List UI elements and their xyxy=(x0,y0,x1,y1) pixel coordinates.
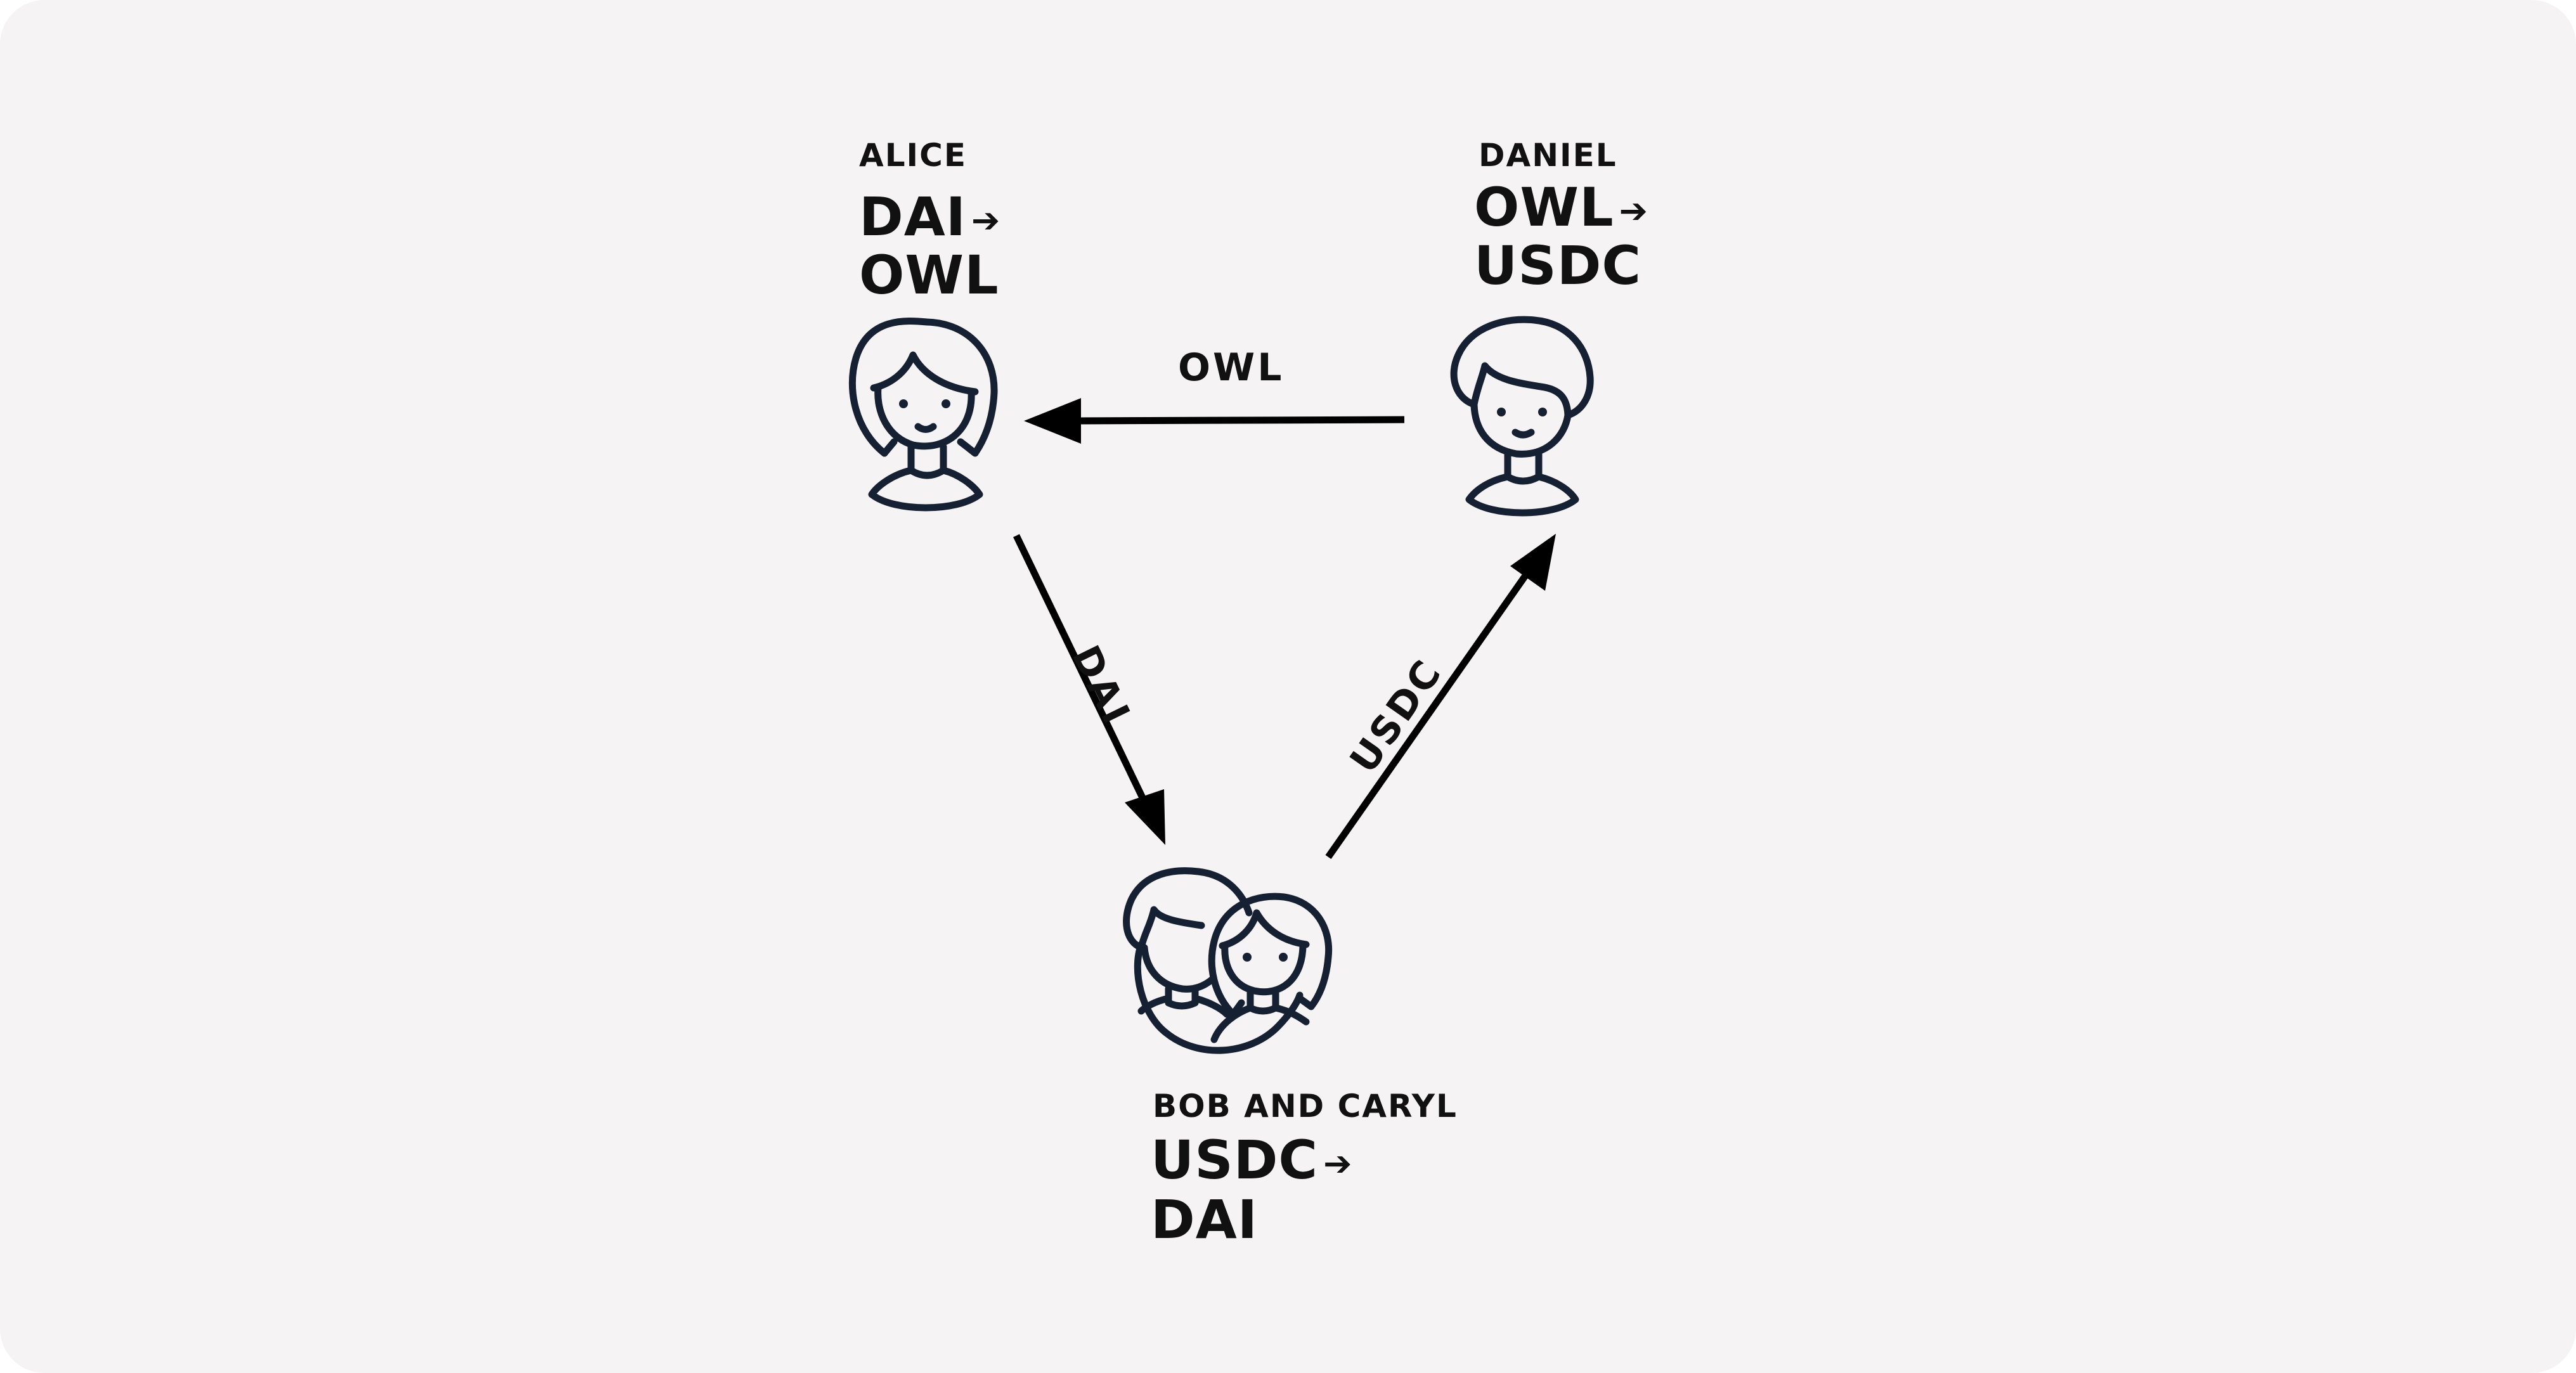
daniel-avatar-icon xyxy=(1450,316,1594,517)
alice-buy-token: OWL xyxy=(859,244,999,306)
arrow-right-icon: ➔ xyxy=(1323,1144,1353,1184)
bob-caryl-buy-token: DAI xyxy=(1151,1189,1258,1251)
bob-caryl-avatar-icon xyxy=(1123,867,1333,1054)
arrow-alice-to-bob-caryl xyxy=(1013,534,1165,845)
bob-caryl-sell-label: USDC xyxy=(1151,1129,1319,1191)
arrow-bob-caryl-to-daniel xyxy=(1325,534,1556,860)
alice-sell-label: DAI xyxy=(859,186,966,248)
daniel-sell-token: OWL➔ xyxy=(1474,181,1648,234)
bob-caryl-name: BOB AND CARYL xyxy=(1153,1088,1458,1125)
daniel-sell-label: OWL xyxy=(1474,176,1614,238)
daniel-buy-token: USDC xyxy=(1474,235,1642,297)
daniel-name: DANIEL xyxy=(1479,137,1617,174)
arrow-daniel-to-alice xyxy=(1024,398,1405,444)
edge-label-owl: OWL xyxy=(1178,345,1285,390)
alice-name: ALICE xyxy=(859,137,968,174)
arrow-right-icon: ➔ xyxy=(971,200,1001,241)
arrow-right-icon: ➔ xyxy=(1619,191,1648,231)
alice-sell-token: DAI➔ xyxy=(859,190,1000,243)
alice-avatar-icon xyxy=(848,317,998,512)
bob-caryl-sell-token: USDC➔ xyxy=(1151,1133,1352,1187)
